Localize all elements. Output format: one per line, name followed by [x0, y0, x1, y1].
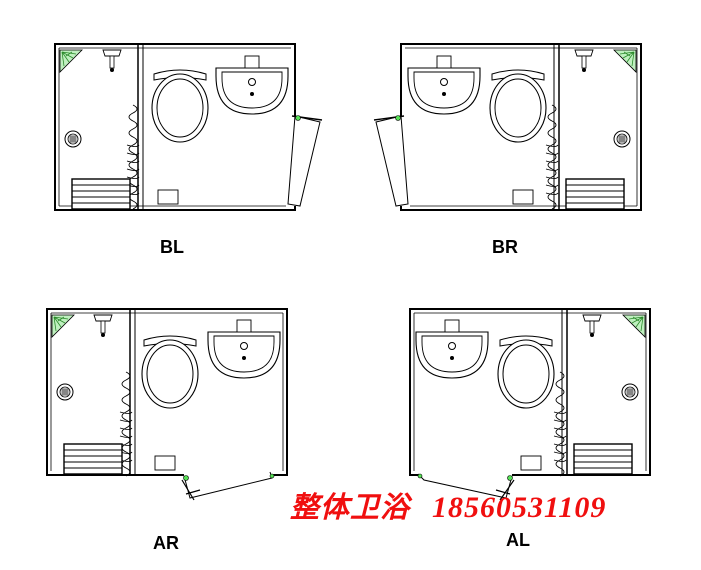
watermark-text: 整体卫浴: [290, 490, 411, 524]
floor-drain-small: [157, 189, 179, 205]
bench-icon: [71, 178, 131, 210]
door-icon: [373, 115, 409, 207]
floor-drain-icon: [64, 130, 82, 148]
plan-bl: [54, 43, 323, 211]
plan-al: [409, 308, 651, 501]
bench-icon: [573, 443, 633, 475]
floor-drain-icon: [613, 130, 631, 148]
layout-label-ar: AR: [153, 533, 179, 553]
floor-drain-small: [154, 455, 176, 471]
bench-icon: [565, 178, 625, 210]
plan-ar: [46, 308, 288, 501]
layout-label-br: BR: [492, 237, 518, 257]
door-icon: [287, 115, 323, 207]
floor-drain-small: [520, 455, 542, 471]
plan-br: [373, 43, 642, 211]
floor-drain-small: [512, 189, 534, 205]
watermark: 整体卫浴 18560531109: [290, 484, 606, 526]
door-icon: [181, 471, 275, 501]
layout-label-al: AL: [506, 530, 530, 550]
layout-label-bl: BL: [160, 237, 184, 257]
door-icon: [417, 473, 515, 501]
watermark-phone: 18560531109: [432, 491, 607, 524]
floor-drain-icon: [621, 383, 639, 401]
floor-drain-icon: [56, 383, 74, 401]
bench-icon: [63, 443, 123, 475]
